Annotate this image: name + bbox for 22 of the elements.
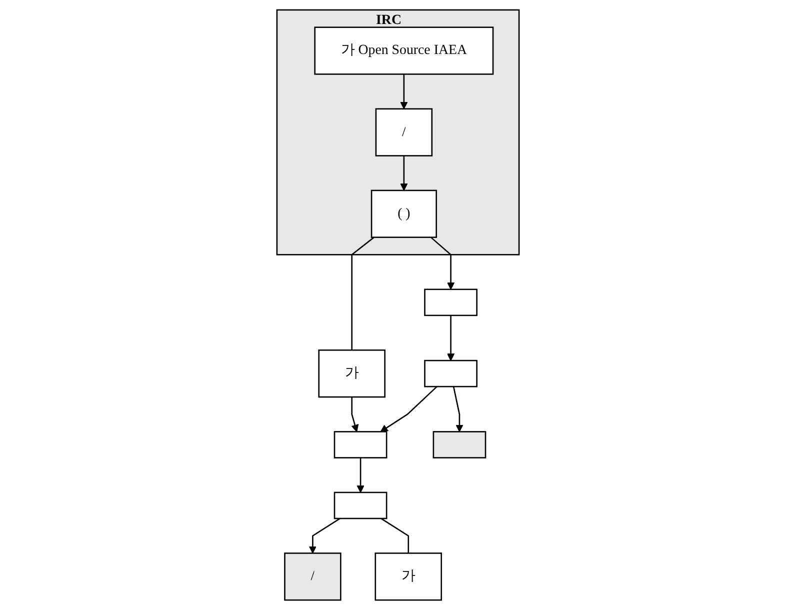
connector: [351, 236, 374, 350]
node-box: 가: [318, 349, 386, 398]
arrow: [351, 397, 359, 432]
node-box: [424, 288, 478, 316]
node-box: ( ): [370, 190, 437, 238]
node-box: 가 Open Source IAEA: [314, 26, 494, 75]
node-box: [334, 492, 388, 520]
arrow: [400, 74, 408, 110]
node-box: /: [284, 552, 342, 601]
arrow: [430, 236, 455, 290]
node-box: 가: [374, 552, 442, 601]
arrow: [308, 518, 340, 554]
arrow: [400, 156, 408, 191]
arrow: [446, 315, 455, 361]
connector: [380, 518, 410, 554]
arrow: [380, 386, 438, 432]
node-box: [424, 360, 478, 388]
node-box: [432, 431, 486, 458]
node-box: [334, 431, 388, 458]
arrow: [356, 458, 364, 493]
node-box: /: [375, 108, 433, 156]
arrow: [452, 386, 464, 432]
